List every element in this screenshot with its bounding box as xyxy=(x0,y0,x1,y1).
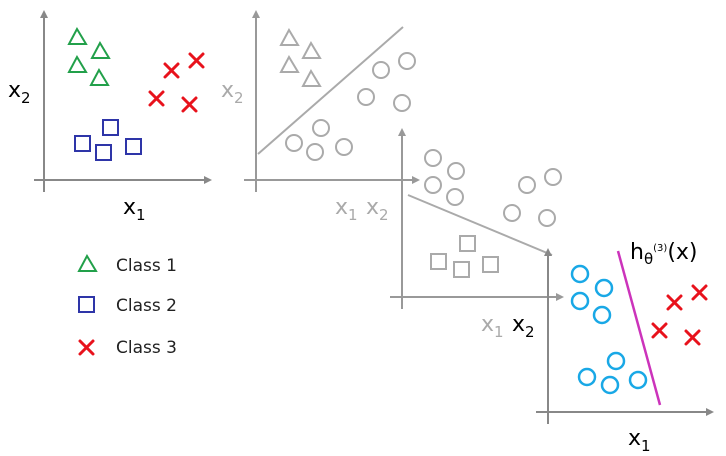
panel-2-x-label: x1 xyxy=(335,195,358,224)
faded-triangles xyxy=(279,27,322,87)
triangle-marker xyxy=(279,54,300,73)
circle-marker xyxy=(518,176,536,194)
square-marker xyxy=(102,119,119,136)
circle-marker xyxy=(594,278,614,298)
triangle-marker xyxy=(301,40,322,59)
triangle-marker xyxy=(67,26,88,45)
circle-marker xyxy=(570,291,590,311)
circle-marker xyxy=(606,351,626,371)
triangle-marker xyxy=(67,54,88,73)
legend-item-class1: Class 1 xyxy=(77,253,177,276)
panel-3-axes xyxy=(390,128,564,309)
square-marker xyxy=(95,144,112,161)
faded-squares xyxy=(430,235,499,278)
legend-square-icon xyxy=(78,296,95,313)
square-marker xyxy=(453,261,470,278)
cross-marker xyxy=(651,322,668,339)
panel-one-vs-all-1: x2 x1 xyxy=(221,10,420,224)
square-marker xyxy=(430,253,447,270)
cross-marker xyxy=(684,329,701,346)
class1-points xyxy=(67,26,111,86)
circle-marker xyxy=(335,138,353,156)
circle-marker xyxy=(544,168,562,186)
rest-points xyxy=(570,264,648,395)
legend-label-class3: Class 3 xyxy=(116,338,177,358)
panel-one-vs-all-2: x2 x1 xyxy=(366,128,564,341)
circle-marker xyxy=(628,370,648,390)
cross-marker xyxy=(181,96,198,113)
circle-marker xyxy=(372,61,390,79)
circle-marker xyxy=(446,188,464,206)
circle-marker xyxy=(306,143,324,161)
panel-one-vs-all-3: x2 x1 hθ(3)(x) xyxy=(512,240,714,455)
triangle-marker xyxy=(301,68,322,87)
legend-label-class2: Class 2 xyxy=(116,296,177,316)
faded-circles xyxy=(424,149,562,227)
cross-marker xyxy=(163,62,180,79)
circle-marker xyxy=(398,52,416,70)
class3-points xyxy=(651,284,708,346)
panel-original-y-label: x2 xyxy=(8,78,31,107)
cross-marker xyxy=(148,90,165,107)
circle-marker xyxy=(447,162,465,180)
triangle-marker xyxy=(89,67,110,86)
circle-marker xyxy=(600,375,620,395)
legend-label-class1: Class 1 xyxy=(116,256,177,276)
hypothesis-label: hθ(3)(x) xyxy=(630,240,698,268)
panel-3-y-label: x2 xyxy=(366,195,389,224)
circle-marker xyxy=(424,149,442,167)
circle-marker xyxy=(357,88,375,106)
circle-marker xyxy=(424,176,442,194)
class2-points xyxy=(74,119,142,161)
decision-boundary-3 xyxy=(616,250,662,406)
circle-marker xyxy=(570,264,590,284)
triangle-marker xyxy=(90,40,111,59)
panel-3-x-label: x1 xyxy=(481,312,504,341)
panel-2-axes xyxy=(244,10,420,192)
decision-boundary-1 xyxy=(257,26,404,155)
panel-original-x-label: x1 xyxy=(123,195,146,224)
cross-marker xyxy=(188,52,205,69)
triangle-marker xyxy=(279,27,300,46)
legend-cross-icon xyxy=(78,339,95,356)
panel-4-y-label: x2 xyxy=(512,312,535,341)
circle-marker xyxy=(577,367,597,387)
class3-points xyxy=(148,52,205,113)
square-marker xyxy=(482,256,499,273)
legend-triangle-icon xyxy=(77,253,98,272)
faded-circles xyxy=(285,52,416,161)
panel-original-axes xyxy=(34,10,212,192)
square-marker xyxy=(125,138,142,155)
legend: Class 1 Class 2 Class 3 xyxy=(77,253,177,358)
panel-4-x-label: x1 xyxy=(628,426,651,455)
circle-marker xyxy=(538,209,556,227)
circle-marker xyxy=(503,204,521,222)
circle-marker xyxy=(285,134,303,152)
circle-marker xyxy=(312,119,330,137)
circle-marker xyxy=(592,305,612,325)
square-marker xyxy=(74,135,91,152)
cross-marker xyxy=(666,294,683,311)
panel-2-y-label: x2 xyxy=(221,78,244,107)
panel-4-axes xyxy=(536,248,714,424)
decision-boundary-2 xyxy=(407,194,553,256)
circle-marker xyxy=(393,94,411,112)
legend-item-class3: Class 3 xyxy=(78,338,177,358)
cross-marker xyxy=(691,284,708,301)
panel-original-dataset: x2 x1 xyxy=(8,10,212,224)
square-marker xyxy=(459,235,476,252)
legend-item-class2: Class 2 xyxy=(78,296,177,316)
